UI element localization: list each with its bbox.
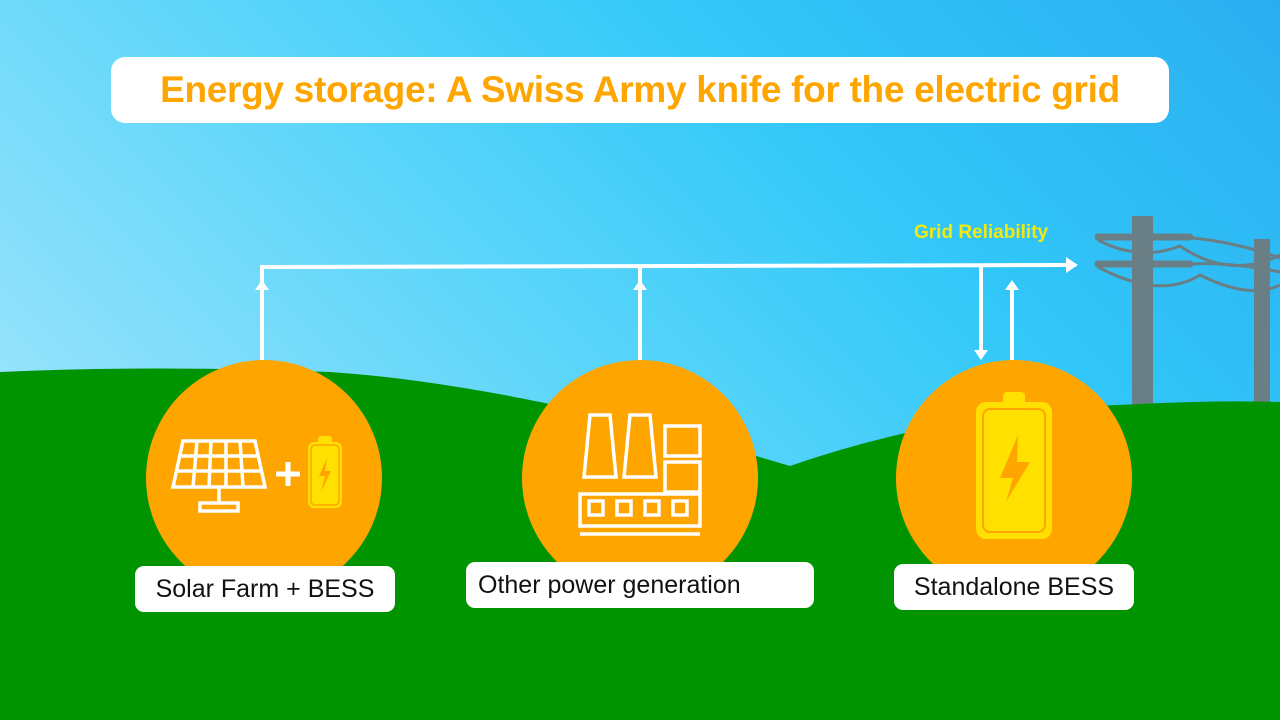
up-arrow-icon <box>255 280 269 290</box>
grid-reliability-label: Grid Reliability <box>914 222 1049 243</box>
node-label-solar-bess: Solar Farm + BESS <box>135 566 395 612</box>
solar-panel-icon <box>170 439 268 513</box>
factory-icon <box>578 413 702 536</box>
page-title: Energy storage: A Swiss Army knife for t… <box>160 69 1120 110</box>
grid-arrowhead-icon <box>1066 257 1078 273</box>
power-pylon-icon <box>1094 216 1280 416</box>
up-arrow-icon <box>1005 280 1019 290</box>
up-arrow-icon <box>633 280 647 290</box>
node-label-standalone-bess: Standalone BESS <box>894 564 1134 610</box>
node-label-other-generation: Other power generation <box>466 562 814 608</box>
battery-icon <box>976 392 1052 539</box>
title-banner: Energy storage: A Swiss Army knife for t… <box>111 57 1169 123</box>
plus-icon <box>276 462 300 486</box>
down-arrow-icon <box>974 350 988 360</box>
flow-arrows <box>255 257 1078 360</box>
battery-icon <box>308 436 342 508</box>
